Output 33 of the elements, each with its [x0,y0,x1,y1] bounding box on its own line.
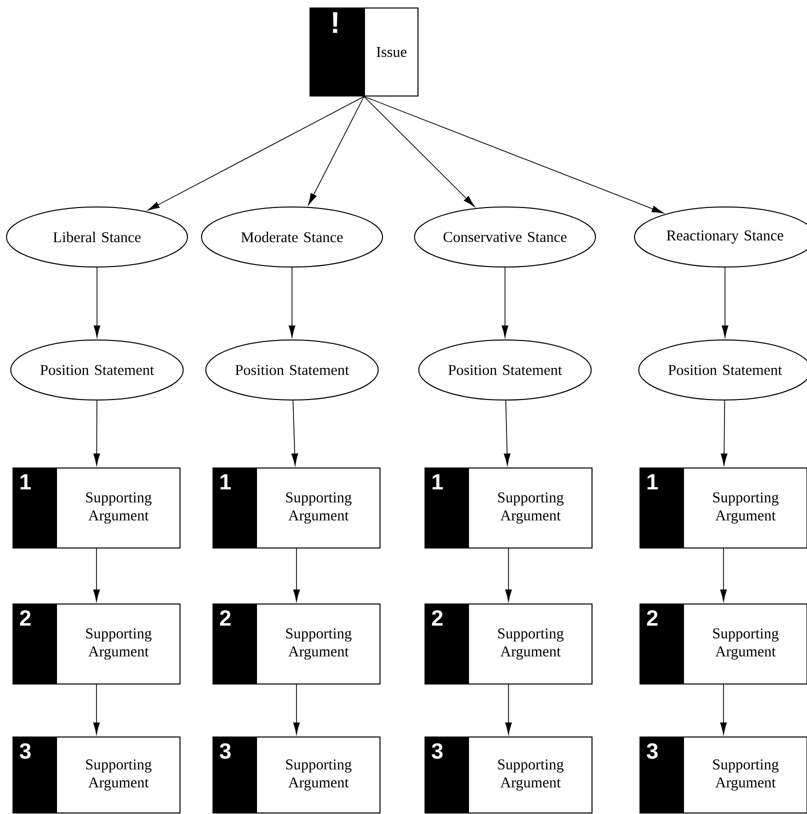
arrow [308,96,364,206]
argument-box: 1 Supporting Argument [640,468,807,548]
argument-box: 2 Supporting Argument [640,604,807,684]
arrow [364,96,475,207]
argument-box: 1 Supporting Argument [12,468,180,548]
arrow [720,548,727,602]
argument-box: 3 Supporting Argument [640,736,807,814]
arrow [720,400,728,466]
arrow [722,267,728,338]
argument-box: 1 Supporting Argument [424,468,592,548]
argument-box: 2 Supporting Argument [212,604,380,684]
argument-box: 3 Supporting Argument [424,736,592,814]
arrow [364,96,664,214]
arrow [505,684,512,734]
arrow [502,267,508,338]
arrow [504,400,510,466]
arrow [291,400,298,466]
arrow [293,548,300,602]
argument-box: 2 Supporting Argument [12,604,180,684]
arrow [288,267,296,338]
issue-box: ! Issue [310,8,418,96]
arrow [505,548,512,602]
arrow [148,96,364,211]
argument-box: 2 Supporting Argument [424,604,592,684]
argument-box: 3 Supporting Argument [212,736,380,814]
arrow [720,684,727,734]
argument-box: 1 Supporting Argument [212,468,380,548]
arrow [93,548,100,602]
argument-box: 3 Supporting Argument [12,736,180,814]
arrow [94,267,100,338]
arrow [293,684,300,734]
arrow [93,684,100,734]
arrow [93,400,100,466]
